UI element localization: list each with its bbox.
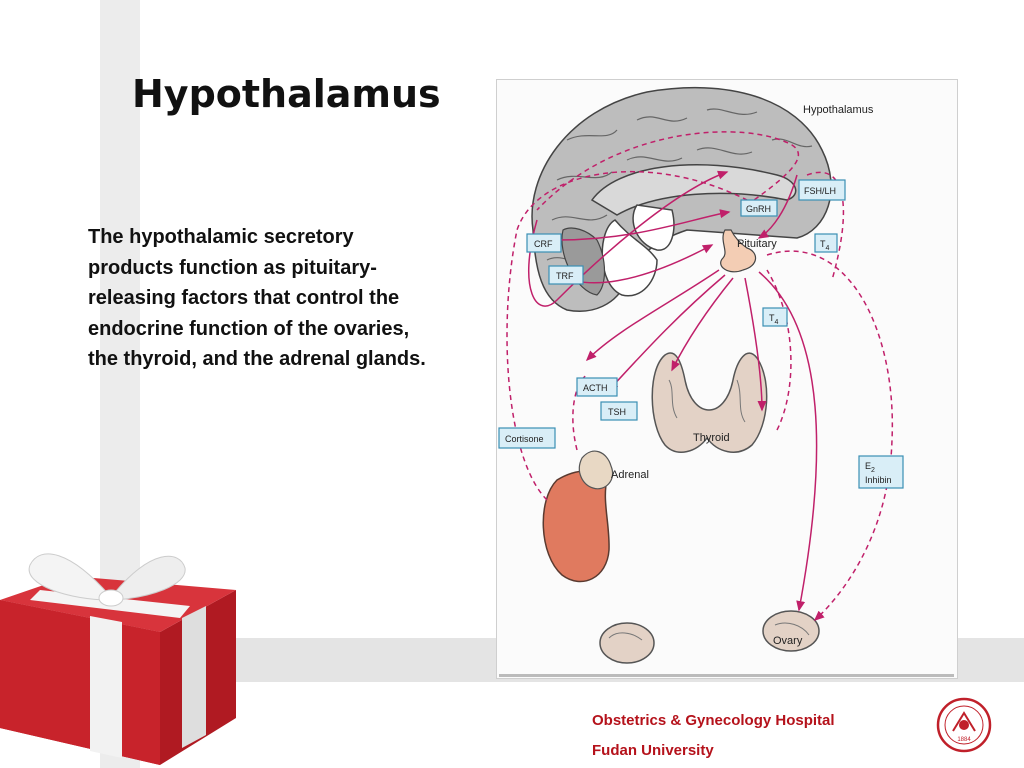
label-thyroid: Thyroid	[693, 432, 730, 444]
hormone-label-fsh-lh: FSH/LH	[804, 186, 836, 196]
footer-university-name: Fudan University	[592, 742, 714, 759]
slide-body-text: The hypothalamic secretory products func…	[88, 226, 426, 370]
hospital-logo: 1884	[936, 697, 992, 753]
diagram-svg: Hypothalamus Pituitary Thyroid Adrenal O…	[498, 86, 954, 677]
hormone-box-gnrh: GnRH	[740, 199, 778, 217]
hormone-label-inhibin: Inhibin	[865, 475, 892, 485]
hormone-label-acth: ACTH	[583, 383, 608, 393]
hormone-box-acth: ACTH	[576, 377, 618, 397]
label-pituitary: Pituitary	[737, 238, 777, 250]
hormone-box-crf: CRF	[526, 233, 562, 253]
hormone-label-t4-upper: T4	[820, 239, 830, 252]
gift-box-decoration	[0, 553, 236, 765]
hormone-label-trf: TRF	[556, 271, 574, 281]
thyroid-illustration	[651, 352, 768, 453]
brain-illustration	[531, 86, 832, 312]
hormone-box-trf: TRF	[548, 265, 584, 285]
hormone-box-cortisone: Cortisone	[498, 427, 556, 449]
logo-year: 1884	[957, 737, 971, 743]
label-ovary: Ovary	[773, 635, 803, 647]
footer-hospital-name: Obstetrics & Gynecology Hospital	[592, 712, 835, 729]
pituitary-illustration	[720, 229, 757, 273]
hormone-label-gnrh: GnRH	[746, 204, 771, 214]
hormone-box-fsh-lh: FSH/LH	[798, 179, 846, 201]
hormone-label-cortisone: Cortisone	[505, 434, 544, 444]
hormone-label-e2: E2	[865, 461, 875, 474]
endocrine-axis-diagram: Hypothalamus Pituitary Thyroid Adrenal O…	[496, 79, 958, 679]
hormone-box-t4-upper: T4	[814, 233, 838, 253]
label-hypothalamus: Hypothalamus	[803, 104, 874, 116]
adrenal-kidney-illustration	[542, 450, 614, 583]
hormone-box-tsh: TSH	[600, 401, 638, 421]
slide-title: Hypothalamus	[132, 72, 441, 116]
hormone-box-t4-lower: T4	[762, 307, 788, 327]
hormone-label-crf: CRF	[534, 239, 553, 249]
hormone-label-tsh: TSH	[608, 407, 626, 417]
caption-strip-illegible	[499, 674, 954, 677]
label-adrenal: Adrenal	[611, 469, 649, 481]
hormone-box-e2-inhibin: E2 Inhibin	[858, 455, 904, 489]
hormone-label-t4-lower: T4	[769, 313, 779, 326]
ovary-illustration	[599, 610, 820, 664]
